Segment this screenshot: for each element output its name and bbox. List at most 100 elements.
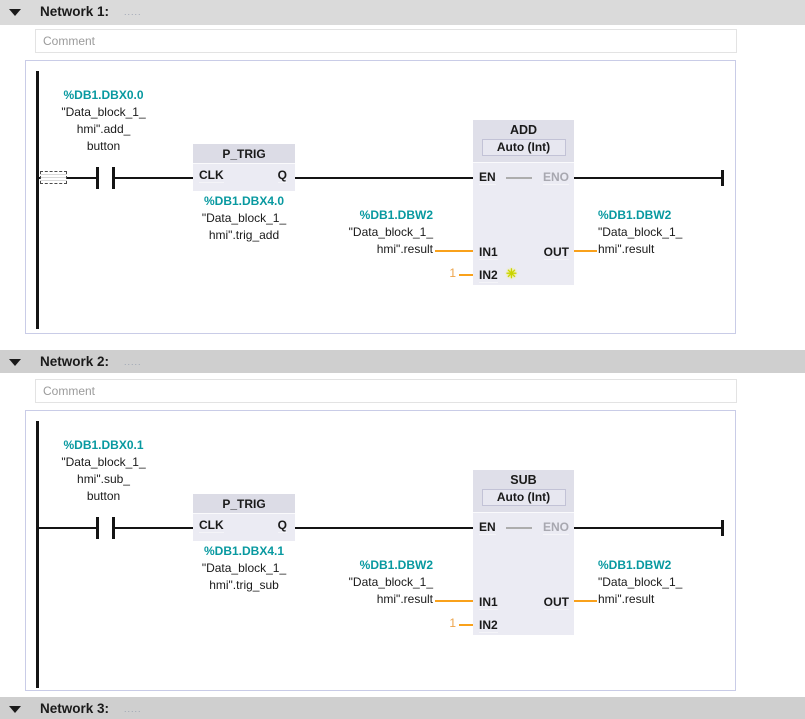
out-operand[interactable]: %DB1.DBW2 "Data_block_1_ hmi".result	[598, 207, 730, 258]
operand-name: hmi".result	[376, 242, 433, 256]
network-title[interactable]: Network 2:	[40, 354, 110, 369]
out-operand[interactable]: %DB1.DBW2 "Data_block_1_ hmi".result	[598, 557, 730, 608]
pin-q[interactable]: Q	[277, 518, 287, 533]
pin-en[interactable]: EN	[479, 520, 496, 535]
operand-name: hmi".result	[598, 242, 655, 256]
network-title-placeholder[interactable]: .....	[124, 704, 142, 714]
power-rail-right	[721, 170, 724, 186]
operand-name: hmi".trig_add	[208, 228, 280, 242]
p-trig-block[interactable]: P_TRIG CLK Q	[193, 494, 295, 541]
p-trig-operand[interactable]: %DB1.DBX4.1 "Data_block_1_ hmi".trig_sub	[181, 543, 307, 594]
operand-address[interactable]: %DB1.DBX4.1	[203, 544, 285, 558]
contact-symbol[interactable]	[112, 167, 115, 189]
ladder-canvas[interactable]: %DB1.DBX0.0 "Data_block_1_ hmi".add_ but…	[25, 60, 736, 334]
sub-block[interactable]: SUB Auto (Int) EN ENO IN1 IN2 OUT	[473, 470, 574, 635]
ladder-canvas[interactable]: %DB1.DBX0.1 "Data_block_1_ hmi".sub_ but…	[25, 410, 736, 691]
operand-name: "Data_block_1_	[598, 225, 683, 239]
operand-address[interactable]: %DB1.DBX4.0	[203, 194, 285, 208]
operand-name: "Data_block_1_	[348, 225, 433, 239]
network-3-header[interactable]: Network 3: .....	[0, 697, 805, 719]
network-2-header[interactable]: Network 2: .....	[0, 350, 805, 373]
operand-name: hmi".trig_sub	[209, 578, 279, 592]
in2-constant[interactable]: 1	[449, 616, 456, 630]
pin-in1[interactable]: IN1	[479, 595, 498, 610]
pin-clk[interactable]: CLK	[199, 518, 224, 533]
operand-name: "Data_block_1_	[201, 211, 287, 225]
operand-name: hmi".result	[376, 592, 433, 606]
power-rail-left	[36, 421, 39, 688]
operand-address[interactable]: %DB1.DBW2	[359, 208, 433, 222]
p-trig-block[interactable]: P_TRIG CLK Q	[193, 144, 295, 191]
operand-address[interactable]: %DB1.DBW2	[598, 558, 672, 572]
collapse-triangle-icon[interactable]	[9, 706, 21, 713]
contact-symbol[interactable]	[96, 167, 99, 189]
operand-name: "Data_block_1_	[61, 105, 146, 119]
wire-segment	[38, 527, 97, 529]
wire-segment	[574, 177, 724, 179]
operand-wire	[574, 600, 597, 602]
operand-name: "Data_block_1_	[201, 561, 287, 575]
operand-wire	[435, 600, 473, 602]
operand-name: hmi".add_	[76, 122, 131, 136]
wire-segment	[574, 527, 724, 529]
in1-operand[interactable]: %DB1.DBW2 "Data_block_1_ hmi".result	[309, 207, 433, 258]
operand-name: "Data_block_1_	[598, 575, 683, 589]
power-rail-right	[721, 520, 724, 536]
wire-segment	[295, 527, 473, 529]
pin-clk[interactable]: CLK	[199, 168, 224, 183]
eno-dash	[506, 177, 532, 179]
insert-input-star-icon[interactable]: ✳	[506, 266, 517, 281]
pin-in2[interactable]: IN2	[479, 618, 498, 633]
block-title: ADD	[509, 123, 538, 137]
network-1: Network 1: ..... Comment %DB1.DBX0.0 "Da…	[0, 0, 805, 350]
block-mode-select[interactable]: Auto (Int)	[481, 139, 566, 156]
in2-constant[interactable]: 1	[449, 266, 456, 280]
insertion-placeholder[interactable]	[40, 171, 67, 184]
add-block[interactable]: ADD Auto (Int) EN ENO IN1 IN2 ✳ OUT	[473, 120, 574, 285]
operand-wire	[435, 250, 473, 252]
eno-dash	[506, 527, 532, 529]
pin-q[interactable]: Q	[277, 168, 287, 183]
network-3: Network 3: .....	[0, 697, 805, 719]
pin-in2[interactable]: IN2	[479, 268, 498, 283]
operand-address[interactable]: %DB1.DBW2	[598, 208, 672, 222]
wire-segment	[115, 527, 193, 529]
collapse-triangle-icon[interactable]	[9, 359, 21, 366]
wire-segment	[295, 177, 473, 179]
pin-en[interactable]: EN	[479, 170, 496, 185]
operand-name: hmi".result	[598, 592, 655, 606]
network-title[interactable]: Network 1:	[40, 4, 110, 19]
operand-address[interactable]: %DB1.DBW2	[359, 558, 433, 572]
network-comment-input[interactable]: Comment	[35, 29, 737, 53]
network-title-placeholder[interactable]: .....	[124, 357, 142, 367]
network-title-placeholder[interactable]: .....	[124, 7, 142, 17]
operand-wire	[459, 624, 473, 626]
pin-in1[interactable]: IN1	[479, 245, 498, 260]
pin-eno[interactable]: ENO	[542, 520, 569, 535]
in1-operand[interactable]: %DB1.DBW2 "Data_block_1_ hmi".result	[309, 557, 433, 608]
collapse-triangle-icon[interactable]	[9, 9, 21, 16]
contact-operand[interactable]: %DB1.DBX0.1 "Data_block_1_ hmi".sub_ but…	[41, 437, 166, 505]
block-mode-select[interactable]: Auto (Int)	[481, 489, 566, 506]
contact-operand[interactable]: %DB1.DBX0.0 "Data_block_1_ hmi".add_ but…	[41, 87, 166, 155]
operand-name: hmi".sub_	[77, 472, 130, 486]
contact-symbol[interactable]	[112, 517, 115, 539]
operand-name: "Data_block_1_	[61, 455, 146, 469]
contact-symbol[interactable]	[96, 517, 99, 539]
operand-address[interactable]: %DB1.DBX0.0	[63, 88, 144, 102]
operand-address[interactable]: %DB1.DBX0.1	[63, 438, 144, 452]
network-title[interactable]: Network 3:	[40, 701, 110, 716]
p-trig-title: P_TRIG	[193, 494, 295, 514]
pin-out[interactable]: OUT	[543, 245, 569, 260]
pin-eno[interactable]: ENO	[542, 170, 569, 185]
network-1-header[interactable]: Network 1: .....	[0, 0, 805, 25]
wire-segment	[115, 177, 193, 179]
pin-out[interactable]: OUT	[543, 595, 569, 610]
block-title: SUB	[510, 473, 537, 487]
p-trig-operand[interactable]: %DB1.DBX4.0 "Data_block_1_ hmi".trig_add	[181, 193, 307, 244]
wire-segment	[38, 177, 97, 179]
operand-name: button	[86, 139, 121, 153]
network-comment-input[interactable]: Comment	[35, 379, 737, 403]
power-rail-left	[36, 71, 39, 329]
